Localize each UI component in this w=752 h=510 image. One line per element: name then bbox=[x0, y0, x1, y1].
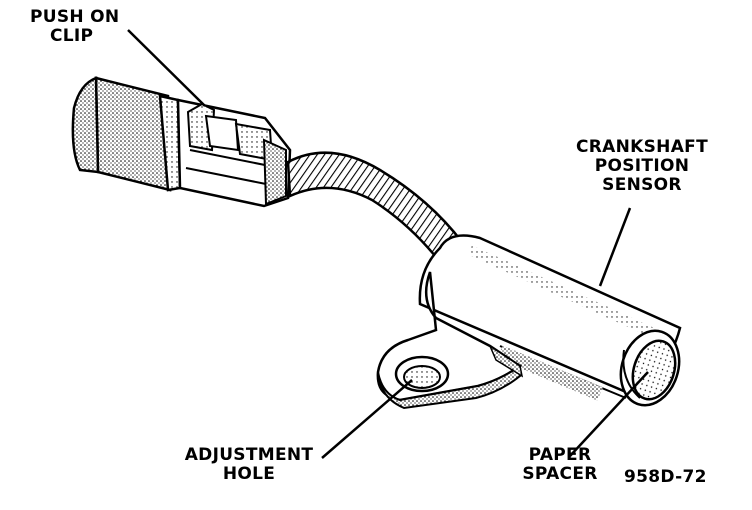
connector-plug bbox=[71, 76, 182, 192]
label-paper-spacer: PAPER SPACER bbox=[514, 446, 606, 484]
label-paper-spacer-line1: PAPER bbox=[528, 445, 592, 465]
leader-adjustment-hole bbox=[321, 379, 413, 459]
leader-lines bbox=[127, 29, 649, 459]
label-push-on-clip: PUSH ON CLIP bbox=[30, 8, 119, 46]
label-crankshaft-line3: SENSOR bbox=[602, 175, 682, 195]
label-crankshaft-position-sensor: CRANKSHAFT POSITION SENSOR bbox=[560, 138, 724, 195]
label-adjustment-hole-line2: HOLE bbox=[222, 464, 276, 484]
wire-harness bbox=[286, 151, 464, 264]
label-crankshaft-line2: POSITION bbox=[594, 156, 690, 176]
label-adjustment-hole: ADJUSTMENT HOLE bbox=[168, 446, 330, 484]
label-push-on-clip-line1: PUSH ON bbox=[30, 7, 120, 27]
label-paper-spacer-line2: SPACER bbox=[522, 464, 598, 484]
figure-code: 958D-72 bbox=[624, 467, 707, 487]
push-on-clip-shape bbox=[176, 98, 292, 208]
label-adjustment-hole-line1: ADJUSTMENT bbox=[184, 445, 314, 465]
label-push-on-clip-line2: CLIP bbox=[50, 26, 94, 46]
leader-crankshaft-sensor bbox=[598, 207, 632, 287]
leader-paper-spacer bbox=[569, 371, 649, 457]
label-crankshaft-line1: CRANKSHAFT bbox=[576, 137, 708, 157]
leader-push-on-clip bbox=[127, 29, 206, 107]
sensor-body bbox=[418, 234, 682, 401]
